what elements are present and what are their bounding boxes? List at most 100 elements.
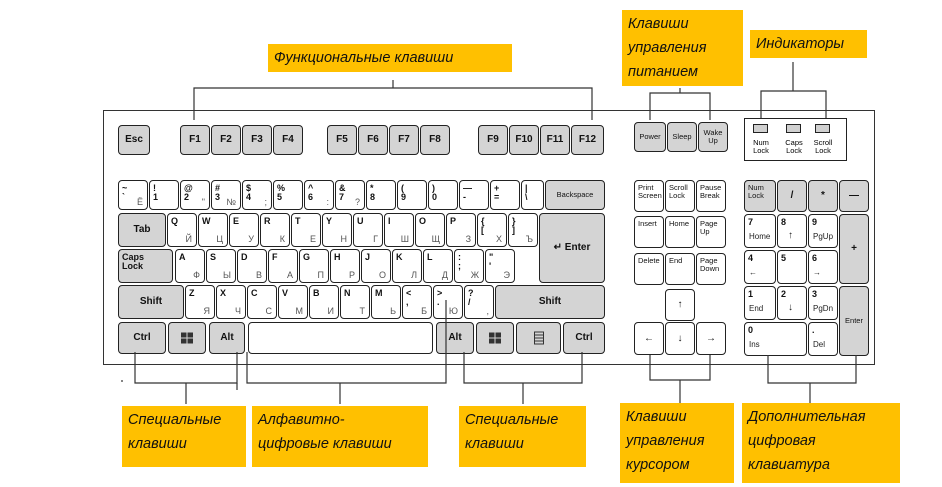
key-n8[interactable]: 8↑ (777, 214, 807, 248)
key-ndiv[interactable]: / (777, 180, 807, 212)
key-f3[interactable]: F3 (242, 125, 272, 155)
key-f6[interactable]: F6 (358, 125, 388, 155)
key-end[interactable]: End (665, 253, 695, 285)
key-home[interactable]: Home (665, 216, 695, 248)
key-f11[interactable]: F11 (540, 125, 570, 155)
key-esc[interactable]: Esc (118, 125, 150, 155)
key-d5[interactable]: % 5 (273, 180, 303, 210)
key-f9[interactable]: F9 (478, 125, 508, 155)
key-f7[interactable]: F7 (389, 125, 419, 155)
key-shift[interactable]: Shift (118, 285, 184, 319)
key-d4[interactable]: $ 4; (242, 180, 272, 210)
key-quote[interactable]: " 'Э (485, 249, 515, 283)
key-minus[interactable]: — - (459, 180, 489, 210)
key-alt[interactable]: Alt (209, 322, 245, 354)
key-f4[interactable]: F4 (273, 125, 303, 155)
key-f2[interactable]: F2 (211, 125, 241, 155)
key-down[interactable]: ↓ (665, 322, 695, 355)
key-alt[interactable]: Alt (436, 322, 474, 354)
key-semi[interactable]: : ;Ж (454, 249, 484, 283)
key-ndot[interactable]: .Del (808, 322, 838, 356)
key-pgdn[interactable]: Page Down (696, 253, 726, 285)
key-n4[interactable]: 4← (744, 250, 776, 284)
key-scroll[interactable]: Scroll Lock (665, 180, 695, 212)
key-lbr[interactable]: { [Х (477, 213, 507, 247)
key-pgup[interactable]: Page Up (696, 216, 726, 248)
key-d6[interactable]: ^ 6: (304, 180, 334, 210)
key-delete[interactable]: Delete (634, 253, 664, 285)
key-d2[interactable]: @ 2" (180, 180, 210, 210)
key-tilde[interactable]: ~ `Ё (118, 180, 148, 210)
key-win[interactable] (476, 322, 514, 354)
key-f1[interactable]: F1 (180, 125, 210, 155)
key-period[interactable]: > .Ю (433, 285, 463, 319)
key-space[interactable] (248, 322, 433, 354)
key-nminus[interactable]: — (839, 180, 869, 212)
key-d1[interactable]: ! 1 (149, 180, 179, 210)
key-f8[interactable]: F8 (420, 125, 450, 155)
key-print[interactable]: Print Screen (634, 180, 664, 212)
key-numlock[interactable]: Num Lock (744, 180, 776, 212)
key-backspace[interactable]: Backspace (545, 180, 605, 210)
key-f12[interactable]: F12 (571, 125, 604, 155)
key-enter[interactable]: ↵ Enter (539, 213, 605, 283)
key-pause[interactable]: Pause Break (696, 180, 726, 212)
key-caps[interactable]: Caps Lock (118, 249, 173, 283)
key-menu[interactable] (516, 322, 561, 354)
key-d7[interactable]: & 7? (335, 180, 365, 210)
key-nmul[interactable]: * (808, 180, 838, 212)
key-up[interactable]: ↑ (665, 289, 695, 321)
key-power[interactable]: Power (634, 122, 666, 152)
key-d8[interactable]: * 8 (366, 180, 396, 210)
key-win[interactable] (168, 322, 206, 354)
key-right[interactable]: → (696, 322, 726, 355)
key-insert[interactable]: Insert (634, 216, 664, 248)
key-nplus[interactable]: + (839, 214, 869, 284)
key-nenter[interactable]: Enter (839, 286, 869, 356)
key-f5[interactable]: F5 (327, 125, 357, 155)
key-sleep[interactable]: Sleep (667, 122, 697, 152)
key-d0[interactable]: ) 0 (428, 180, 458, 210)
key-slash[interactable]: ? /, (464, 285, 494, 319)
key-shift[interactable]: Shift (495, 285, 605, 319)
key-plus[interactable]: + = (490, 180, 520, 210)
key-n5[interactable]: 5 (777, 250, 807, 284)
key-comma[interactable]: < ,Б (402, 285, 432, 319)
key-left[interactable]: ← (634, 322, 664, 355)
key-d9[interactable]: ( 9 (397, 180, 427, 210)
key-wake[interactable]: Wake Up (698, 122, 728, 152)
key-ctrl[interactable]: Ctrl (118, 322, 166, 354)
key-n6[interactable]: 6→ (808, 250, 838, 284)
key-tab[interactable]: Tab (118, 213, 166, 247)
key-f10[interactable]: F10 (509, 125, 539, 155)
